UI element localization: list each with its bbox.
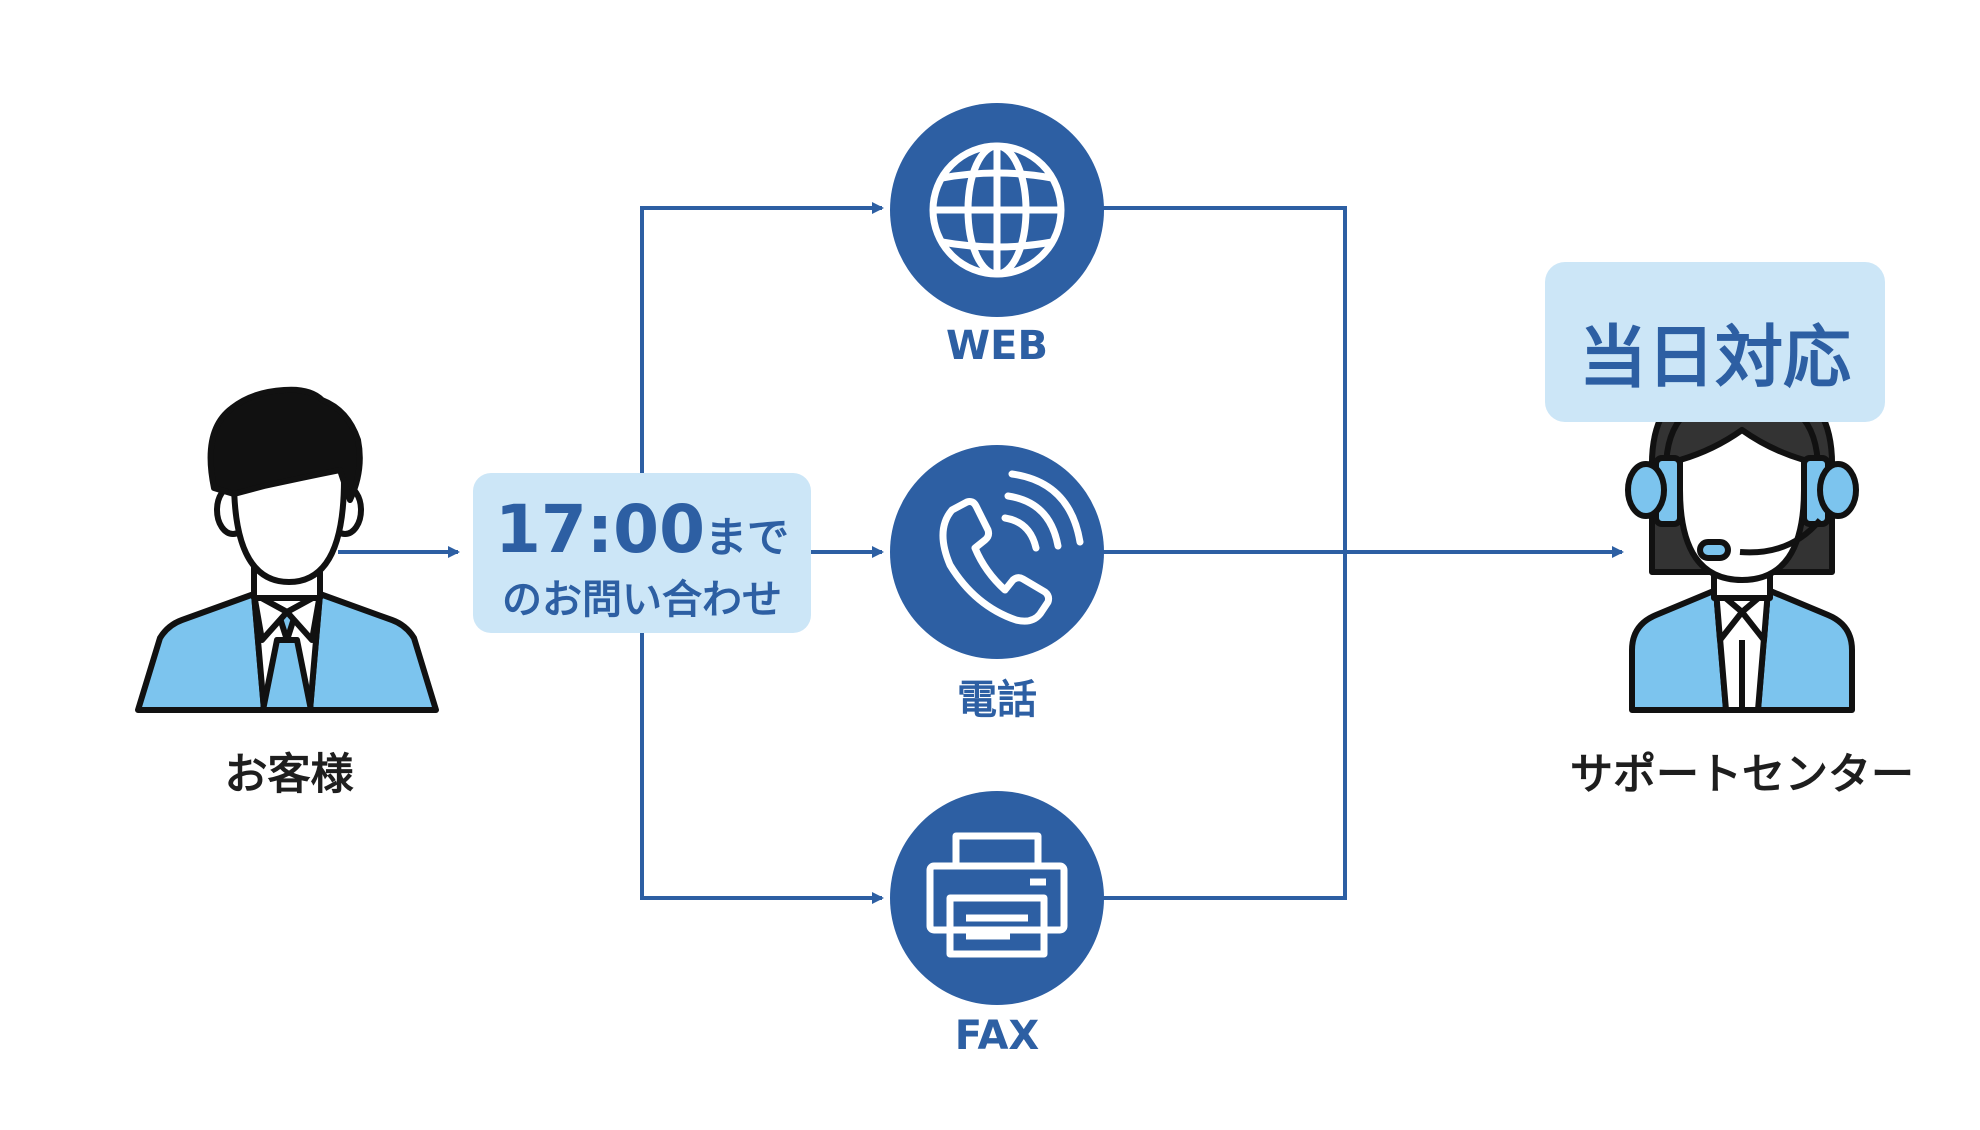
channel-label-fax: FAX [954, 1013, 1040, 1059]
same-day-badge: 当日対応 [1545, 262, 1885, 422]
inquiry-time: 17:00 [494, 491, 706, 568]
customer-person-icon [135, 386, 439, 713]
fax-icon [926, 832, 1068, 958]
fax-node [890, 791, 1104, 1005]
globe-icon [929, 142, 1065, 278]
connectors [338, 202, 1624, 904]
inquiry-deadline-line: 17:00まで [473, 491, 811, 568]
customer-label: お客様 [224, 750, 354, 800]
channel-label-phone: 電話 [957, 677, 1037, 723]
support-center-label: サポートセンター [1570, 750, 1914, 800]
channel-label-web: WEB [946, 323, 1048, 369]
phone-node [890, 445, 1104, 659]
phone-icon [939, 470, 1084, 625]
inquiry-suffix: まで [705, 513, 790, 562]
support-person-icon [1625, 375, 1859, 713]
same-day-badge-text: 当日対応 [1578, 319, 1851, 398]
inquiry-deadline-box: 17:00まで のお問い合わせ [473, 473, 811, 633]
web-node [890, 103, 1104, 317]
inquiry-text: のお問い合わせ [502, 577, 782, 623]
